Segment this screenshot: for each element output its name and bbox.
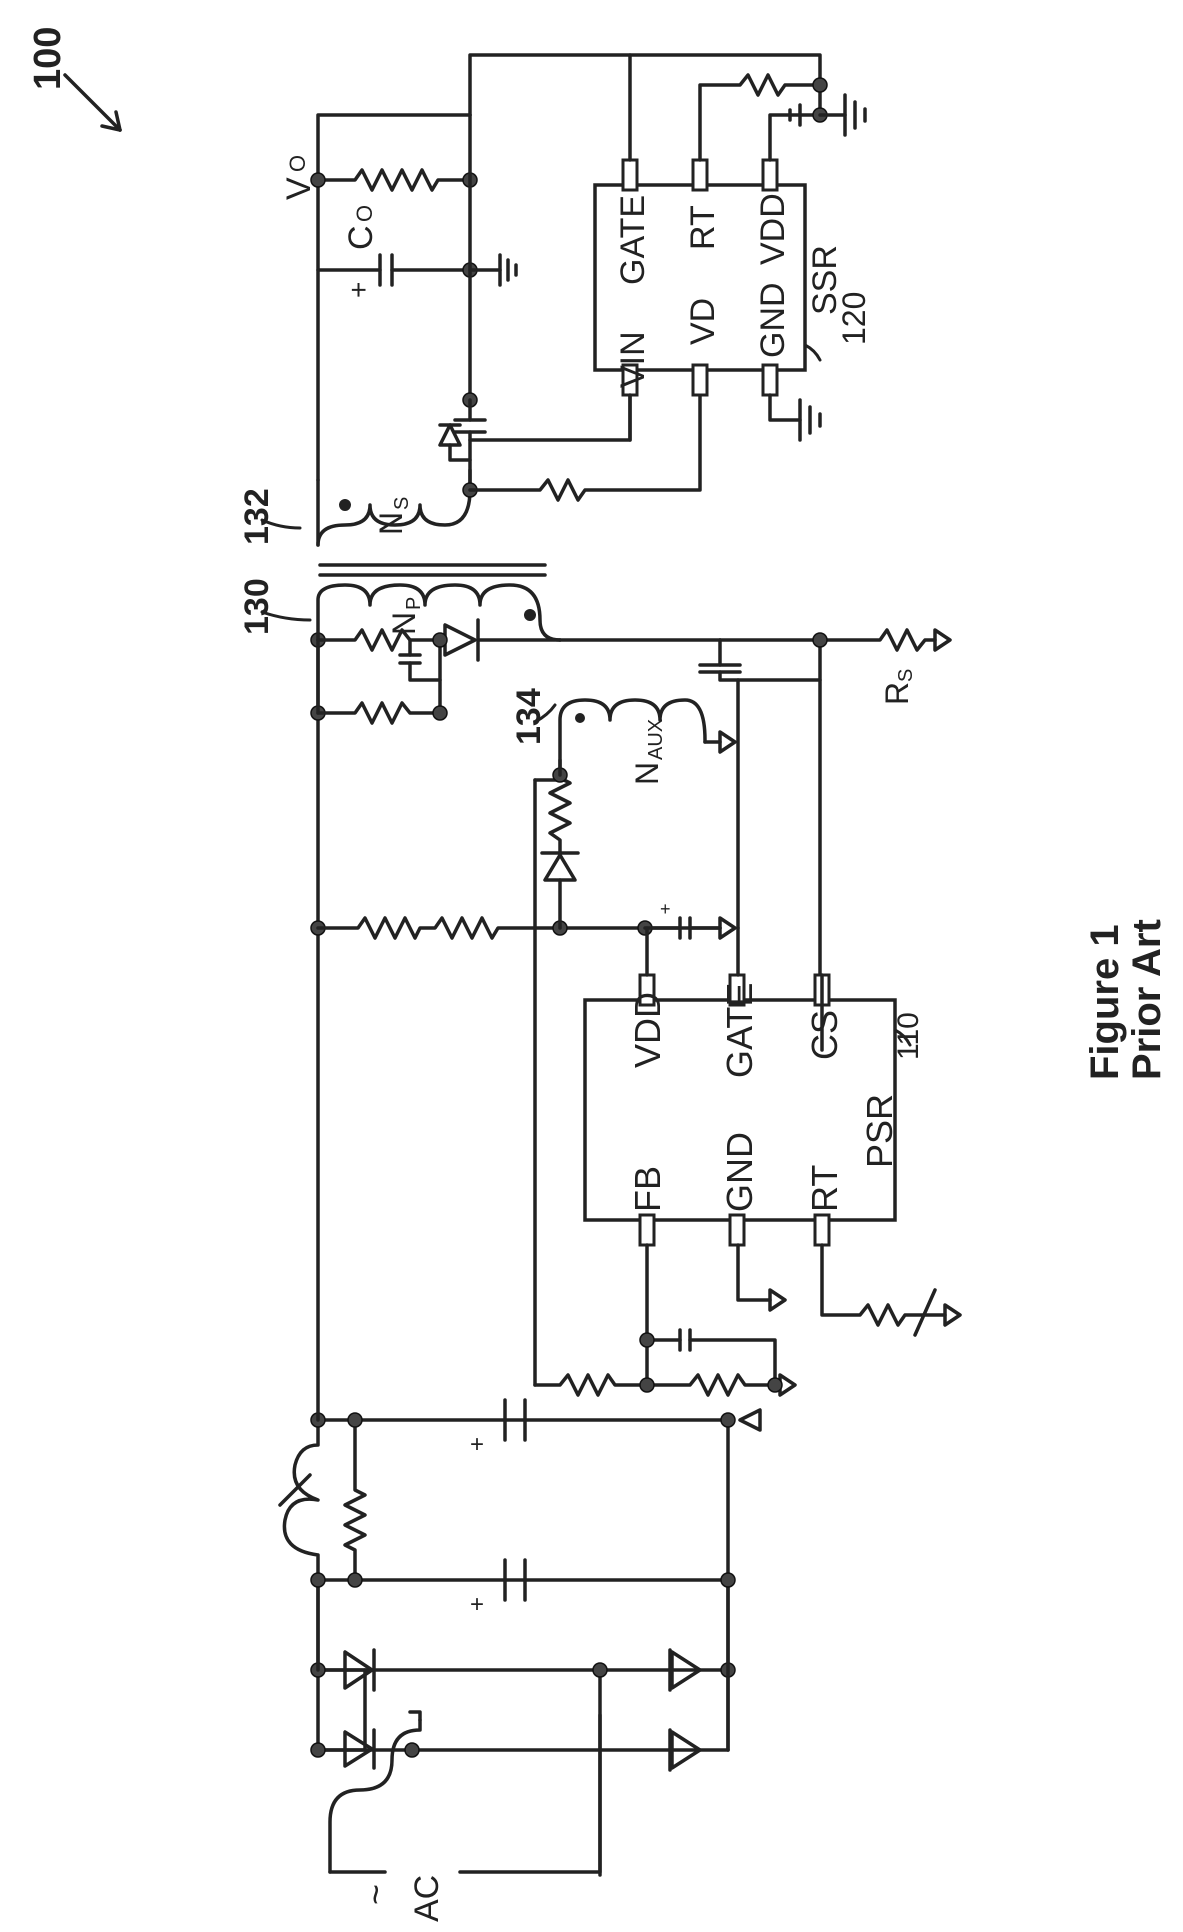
vo-sub: O <box>285 155 310 172</box>
transformer <box>318 470 560 640</box>
ssr-pin-vdd <box>763 160 777 190</box>
psr-name: PSR <box>859 1094 900 1168</box>
figure-caption-line1: Figure 1 <box>1083 924 1127 1080</box>
psr-chip: VDD GATE CS FB GND RT PSR 110 <box>585 928 925 1245</box>
naux-label: N <box>629 762 665 785</box>
ssr-label-vin: VIN <box>614 331 652 388</box>
figure-caption-line2: Prior Art <box>1125 919 1169 1080</box>
rs-sub: S <box>895 669 917 682</box>
ac-input: ~ AC <box>330 1712 600 1922</box>
ssr-pin-vd <box>693 365 707 395</box>
ns-label: N <box>373 512 409 535</box>
ssr-ref: 120 <box>836 292 872 345</box>
np-label: N <box>386 612 422 635</box>
psr-label-cs: CS <box>804 1010 845 1060</box>
ssr-pin-gnd <box>763 365 777 395</box>
psr-label-rt: RT <box>804 1165 845 1212</box>
vo-label: V <box>280 177 318 200</box>
rs-label: R <box>879 682 915 705</box>
co-plus: + <box>343 282 374 298</box>
ref-132: 132 <box>238 488 276 545</box>
ssr-label-gate: GATE <box>614 195 652 285</box>
ssr-pin-rt <box>693 160 707 190</box>
ac-label: AC <box>408 1875 446 1922</box>
psr-label-gate: GATE <box>719 983 760 1078</box>
psr-label-vdd: VDD <box>627 992 668 1068</box>
bridge-rectifier <box>311 1580 735 1875</box>
ssr-label-gnd: GND <box>754 282 792 358</box>
co-label: C <box>342 225 380 250</box>
psr-ref: 110 <box>892 1012 925 1060</box>
ssr-chip: GATE VIN VD RT GND VDD SSR 120 <box>595 55 872 440</box>
ref-130: 130 <box>238 578 276 635</box>
input-filter: + + <box>280 1400 760 1750</box>
naux-sub: AUX <box>645 719 667 760</box>
figure-ref-number: 100 <box>27 27 69 90</box>
co-sub: O <box>352 205 377 222</box>
cap2-plus: + <box>470 1431 484 1458</box>
ssr-pin-vin <box>623 160 637 190</box>
ns-sub: S <box>391 497 413 510</box>
hv-rail <box>311 633 325 1420</box>
cap1-plus: + <box>470 1591 484 1618</box>
ssr-label-vd: VD <box>684 298 722 345</box>
np-sub: P <box>403 597 425 610</box>
vdd-cap-plus: + <box>660 899 671 919</box>
ssr-label-vdd: VDD <box>754 193 792 265</box>
psr-pin-gnd <box>730 1215 744 1245</box>
psr-feedback-network <box>535 1245 960 1395</box>
psr-label-gnd: GND <box>719 1132 760 1212</box>
ac-tilde: ~ <box>355 1884 396 1905</box>
psr-pin-fb <box>640 1215 654 1245</box>
psr-pin-rt <box>815 1215 829 1245</box>
ssr-label-rt: RT <box>684 205 722 250</box>
psr-label-fb: FB <box>627 1166 668 1212</box>
